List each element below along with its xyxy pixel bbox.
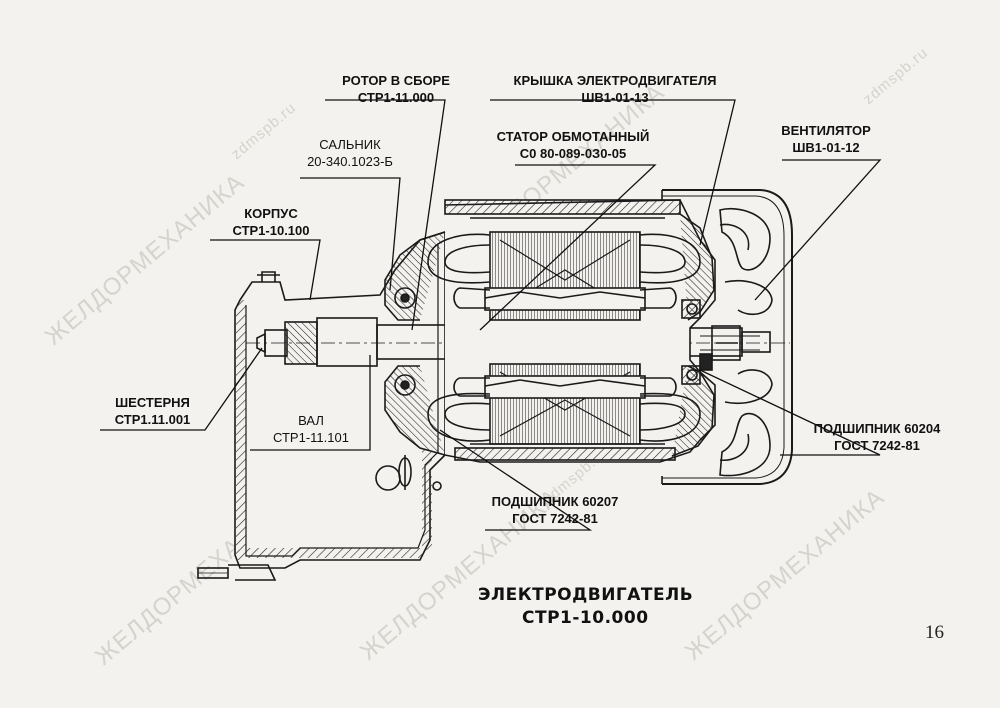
leader-bearing-rear (699, 369, 881, 456)
leader-seal (300, 177, 401, 291)
label-rotor: РОТОР В СБОРЕ СТР1-11.000 (332, 72, 460, 106)
cover-name: КРЫШКА ЭЛЕКТРОДВИГАТЕЛЯ (513, 73, 717, 88)
drawing-code: СТР1-10.000 (522, 608, 649, 628)
rotor-code: СТР1-11.000 (357, 90, 435, 105)
shaft-code: СТР1-11.101 (273, 430, 349, 445)
stator-code: С0 80-089-0З0-05 (519, 146, 627, 161)
label-seal: САЛЬНИК 20-340.1023-Б (290, 136, 410, 170)
stator-windings (427, 233, 701, 442)
bearing-front-name: ПОДШИПНИК 60207 (491, 494, 619, 509)
seal-name: САЛЬНИК (319, 137, 381, 152)
bearing-rear-code: ГОСТ 7242-81 (834, 438, 920, 453)
label-shaft: ВАЛ СТР1-11.101 (255, 412, 367, 446)
bearing-front-code: ГОСТ 7242-81 (512, 511, 598, 526)
housing-code: СТР1-10.100 (232, 223, 310, 238)
label-bearing-front: ПОДШИПНИК 60207 ГОСТ 7242-81 (480, 493, 630, 527)
cover-code: ШВ1-01-13 (581, 90, 649, 105)
rotor-name: РОТОР В СБОРЕ (342, 73, 450, 88)
label-housing: КОРПУС СТР1-10.100 (215, 205, 327, 239)
leader-gear (100, 347, 263, 431)
leader-rotor (325, 99, 446, 331)
label-fan: ВЕНТИЛЯТОР ШВ1-01-12 (760, 122, 892, 156)
leader-stator (479, 164, 657, 331)
fan-code: ШВ1-01-12 (792, 140, 860, 155)
fan-name: ВЕНТИЛЯТОР (781, 123, 871, 138)
label-stator: СТАТОР ОБМОТАННЫЙ С0 80-089-0З0-05 (468, 128, 678, 162)
gear-code: СТР1.11.001 (114, 412, 191, 427)
fan-blades (711, 208, 773, 477)
label-bearing-rear: ПОДШИПНИК 60204 ГОСТ 7242-81 (792, 420, 962, 454)
housing-body (197, 230, 446, 581)
housing-name: КОРПУС (244, 206, 298, 221)
leader-fan (754, 159, 882, 301)
leader-housing (210, 239, 321, 301)
label-gear: ШЕСТЕРНЯ СТР1.11.001 (95, 394, 210, 428)
bearing-rear-name: ПОДШИПНИК 60204 (813, 421, 941, 436)
leader-shaft (250, 355, 371, 451)
gear-name: ШЕСТЕРНЯ (115, 395, 190, 410)
seal-code: 20-340.1023-Б (307, 154, 393, 169)
label-cover: КРЫШКА ЭЛЕКТРОДВИГАТЕЛЯ ШВ1-01-13 (485, 72, 745, 106)
leader-bearing-front (439, 429, 593, 531)
leader-cover (490, 99, 736, 246)
stator-core (484, 231, 646, 445)
shaft-name: ВАЛ (298, 413, 324, 428)
drawing-title: ЭЛЕКТРОДВИГАТЕЛЬ (478, 585, 694, 605)
fan-cover (661, 189, 793, 485)
leader-lines (100, 99, 882, 531)
page-number: 16 (925, 622, 944, 643)
stator-name: СТАТОР ОБМОТАННЫЙ (496, 129, 650, 144)
